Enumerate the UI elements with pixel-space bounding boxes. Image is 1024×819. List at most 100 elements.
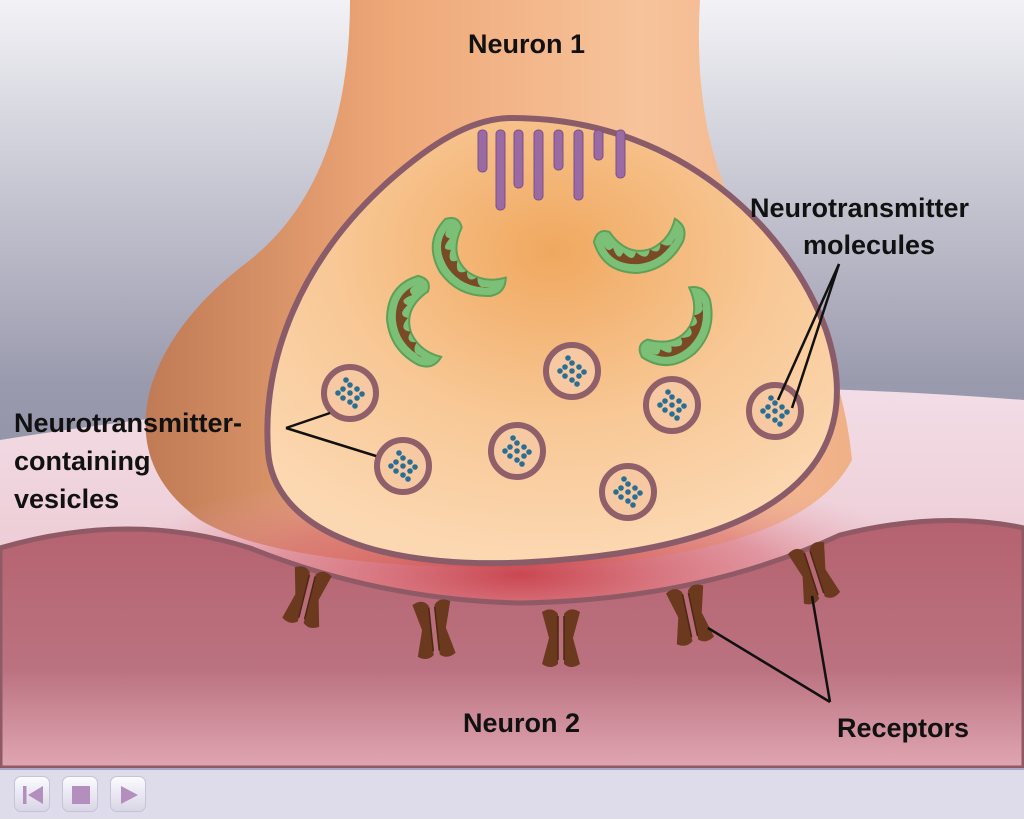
neurotransmitter-molecule xyxy=(779,404,785,410)
vesicles xyxy=(321,342,804,521)
synapse-diagram xyxy=(0,0,1024,768)
stop-icon xyxy=(72,786,90,804)
neurotransmitter-molecule xyxy=(637,490,643,496)
neurotransmitter-molecule xyxy=(662,398,668,404)
neurotransmitter-molecule xyxy=(657,402,663,408)
neurotransmitter-molecule xyxy=(407,468,413,474)
neurotransmitter-molecule xyxy=(347,390,353,396)
label-pointers xyxy=(285,263,841,704)
vesicle xyxy=(374,437,432,495)
neurotransmitter-molecule xyxy=(519,461,525,467)
neurotransmitter-molecule xyxy=(562,373,568,379)
vesicle xyxy=(543,342,601,400)
neurotransmitter-molecule xyxy=(772,417,778,423)
neurotransmitter-molecule xyxy=(676,407,682,413)
neurotransmitter-molecule xyxy=(669,394,675,400)
neurotransmitter-molecule xyxy=(507,453,513,459)
neurotransmitter-molecule xyxy=(681,403,687,409)
neurotransmitter-molecule xyxy=(772,408,778,414)
neurotransmitter-molecule xyxy=(576,373,582,379)
neurotransmitter-molecule xyxy=(412,464,418,470)
neuron-2-label: Neuron 2 xyxy=(463,708,581,738)
neurotransmitter-molecule xyxy=(521,444,527,450)
neurotransmitter-molecule xyxy=(669,402,675,408)
vesicles-label-line3: vesicles xyxy=(14,484,120,514)
neurotransmitter-molecule xyxy=(662,407,668,413)
neurotransmitter-molecule xyxy=(613,489,619,495)
neurotransmitter-molecule xyxy=(514,440,520,446)
molecules-label-line2: molecules xyxy=(803,230,936,260)
neurotransmitter-molecule xyxy=(630,502,636,508)
neurotransmitter-molecule xyxy=(569,360,575,366)
neurotransmitter-molecule xyxy=(632,485,638,491)
play-icon xyxy=(121,786,138,804)
neurotransmitter-molecule xyxy=(352,403,358,409)
neurotransmitter-molecule xyxy=(569,368,575,374)
cytoskeleton-filaments xyxy=(477,129,626,211)
neurotransmitter-molecule xyxy=(625,489,631,495)
neurotransmitter-molecule xyxy=(347,399,353,405)
vesicle xyxy=(599,463,657,521)
neurotransmitter-molecule xyxy=(340,386,346,392)
neurotransmitter-molecule xyxy=(510,435,516,441)
neurotransmitter-molecule xyxy=(777,421,783,427)
neurotransmitter-molecule xyxy=(618,494,624,500)
neurotransmitter-molecule xyxy=(405,476,411,482)
neurotransmitter-molecule xyxy=(343,377,349,383)
neurotransmitter-molecule xyxy=(779,413,785,419)
vesicle xyxy=(488,422,546,480)
molecules-label-line1: Neurotransmitter xyxy=(750,193,970,223)
neurotransmitter-molecule xyxy=(625,481,631,487)
neurotransmitter-molecule xyxy=(335,390,341,396)
neurotransmitter-molecule xyxy=(400,472,406,478)
neurotransmitter-molecule xyxy=(581,369,587,375)
neurotransmitter-molecule xyxy=(772,400,778,406)
play-button[interactable] xyxy=(110,776,146,812)
neurotransmitter-molecule xyxy=(574,381,580,387)
vesicles-label-line2: containing xyxy=(14,446,151,476)
neurotransmitter-molecule xyxy=(526,449,532,455)
neurotransmitter-molecule xyxy=(632,494,638,500)
neurotransmitter-molecule xyxy=(393,459,399,465)
vesicle xyxy=(643,376,701,434)
vesicle xyxy=(321,364,379,422)
neurotransmitter-molecule xyxy=(521,453,527,459)
stop-button[interactable] xyxy=(62,776,98,812)
neurotransmitter-molecule xyxy=(400,455,406,461)
neurotransmitter-molecule xyxy=(396,450,402,456)
neurotransmitter-molecule xyxy=(388,463,394,469)
neurotransmitter-molecule xyxy=(618,485,624,491)
neurotransmitter-molecule xyxy=(514,457,520,463)
playback-controls xyxy=(0,768,1024,819)
neurotransmitter-molecule xyxy=(765,404,771,410)
neurotransmitter-molecule xyxy=(340,395,346,401)
neurotransmitter-molecule xyxy=(760,408,766,414)
neurotransmitter-molecule xyxy=(569,377,575,383)
neurotransmitter-molecule xyxy=(407,459,413,465)
vesicles-label-line1: Neurotransmitter- xyxy=(14,408,243,438)
neurotransmitter-molecule xyxy=(784,409,790,415)
neurotransmitter-molecule xyxy=(669,411,675,417)
neurotransmitter-molecule xyxy=(676,398,682,404)
neurotransmitter-molecule xyxy=(557,368,563,374)
rewind-button[interactable] xyxy=(14,776,50,812)
neurotransmitter-molecule xyxy=(562,364,568,370)
rewind-icon xyxy=(23,786,43,804)
neurotransmitter-molecule xyxy=(576,364,582,370)
neurotransmitter-molecule xyxy=(347,382,353,388)
neuron-1-label: Neuron 1 xyxy=(468,29,586,59)
neurotransmitter-molecule xyxy=(354,395,360,401)
neurotransmitter-molecule xyxy=(514,448,520,454)
neuron-2-body xyxy=(0,517,1024,768)
vesicle xyxy=(746,382,804,440)
neurotransmitter-molecule xyxy=(765,413,771,419)
neurotransmitter-molecule xyxy=(768,395,774,401)
receptors-label: Receptors xyxy=(837,713,970,743)
neurotransmitter-molecule xyxy=(400,463,406,469)
neurotransmitter-molecule xyxy=(565,355,571,361)
neurotransmitter-molecule xyxy=(507,444,513,450)
neurotransmitter-molecule xyxy=(359,391,365,397)
neurotransmitter-molecule xyxy=(393,468,399,474)
neurotransmitter-molecule xyxy=(354,386,360,392)
